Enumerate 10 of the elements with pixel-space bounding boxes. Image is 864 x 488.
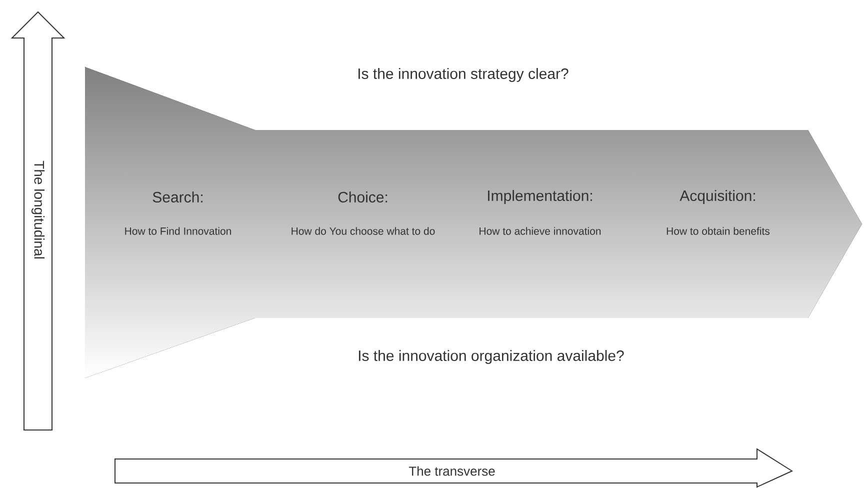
stage-heading: Acquisition:: [680, 190, 755, 204]
stage-heading: Search:: [152, 192, 202, 202]
question-text: Is the innovation organization available?: [358, 350, 624, 364]
stage-description: How do You choose what to do: [292, 227, 435, 235]
stage-description: How to obtain benefits: [666, 227, 770, 235]
question-text: Is the innovation strategy clear?: [358, 68, 568, 82]
stage-description: How to Find Innovation: [125, 227, 231, 235]
stage-heading: Choice:: [338, 192, 388, 202]
stage-description: How to achieve innovation: [480, 227, 601, 235]
stage-heading: Implementation:: [488, 190, 592, 204]
